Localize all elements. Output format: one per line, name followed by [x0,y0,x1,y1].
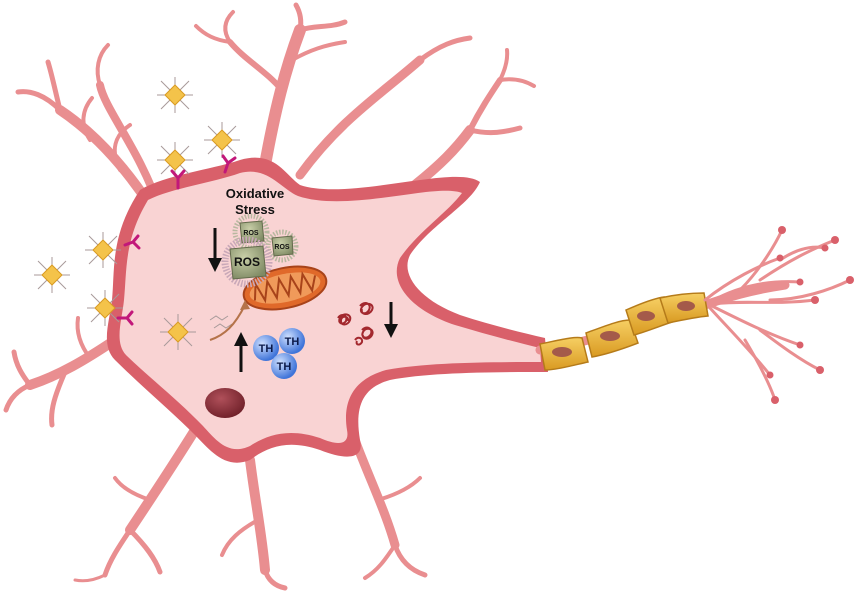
nanoparticle-5 [34,257,70,293]
ros-label-small-1: ROS [243,230,259,237]
th-sphere-2 [279,328,305,354]
protein-aggregate-3 [361,326,374,340]
nanoparticle-3 [204,122,240,158]
th-spheres: TH TH TH [253,328,305,379]
th-label-1: TH [259,343,274,355]
released-ligands [209,315,233,329]
axon-terminals [703,228,852,402]
receptors [116,154,237,326]
schwann-nuclei [552,301,695,357]
receptor-2 [221,154,237,174]
uptake-arrowhead [240,300,250,310]
oxidative-stress-down-arrow [208,228,222,272]
nanoparticle-internalized [160,314,196,350]
ros-particle-small-2 [265,229,299,263]
nanoparticle-4 [85,232,121,268]
oxidative-stress-label-line1: Oxidative [226,186,285,201]
receptor-3 [123,234,141,250]
protein-aggregate-down-arrow [384,302,398,338]
axon [535,226,854,404]
cell-body [106,157,548,463]
oxidative-stress-label-line2: Stress [235,202,275,217]
receptor-4 [116,310,134,326]
ros-cluster: ROS ROS ROS [221,213,299,288]
axon-terminal-buttons [766,226,854,404]
protein-aggregate-2 [359,302,374,315]
protein-aggregate-4 [354,336,364,346]
nanoparticles [34,77,240,350]
th-sphere-1 [253,335,279,361]
cytoplasm [119,171,541,450]
nanoparticle-6 [87,290,123,326]
th-sphere-3 [271,353,297,379]
ros-particle-big [221,236,273,288]
nanoparticle-2 [157,142,193,178]
th-label-2: TH [285,336,300,348]
ros-label-small-2: ROS [274,244,290,251]
nucleus [205,388,245,418]
nanoparticle-1 [157,77,193,113]
receptor-1 [170,169,186,190]
th-up-arrow [234,332,248,372]
th-label-3: TH [277,361,292,373]
ros-label-big: ROS [234,255,260,269]
protein-aggregate-1 [337,313,352,326]
protein-aggregates [337,302,374,346]
